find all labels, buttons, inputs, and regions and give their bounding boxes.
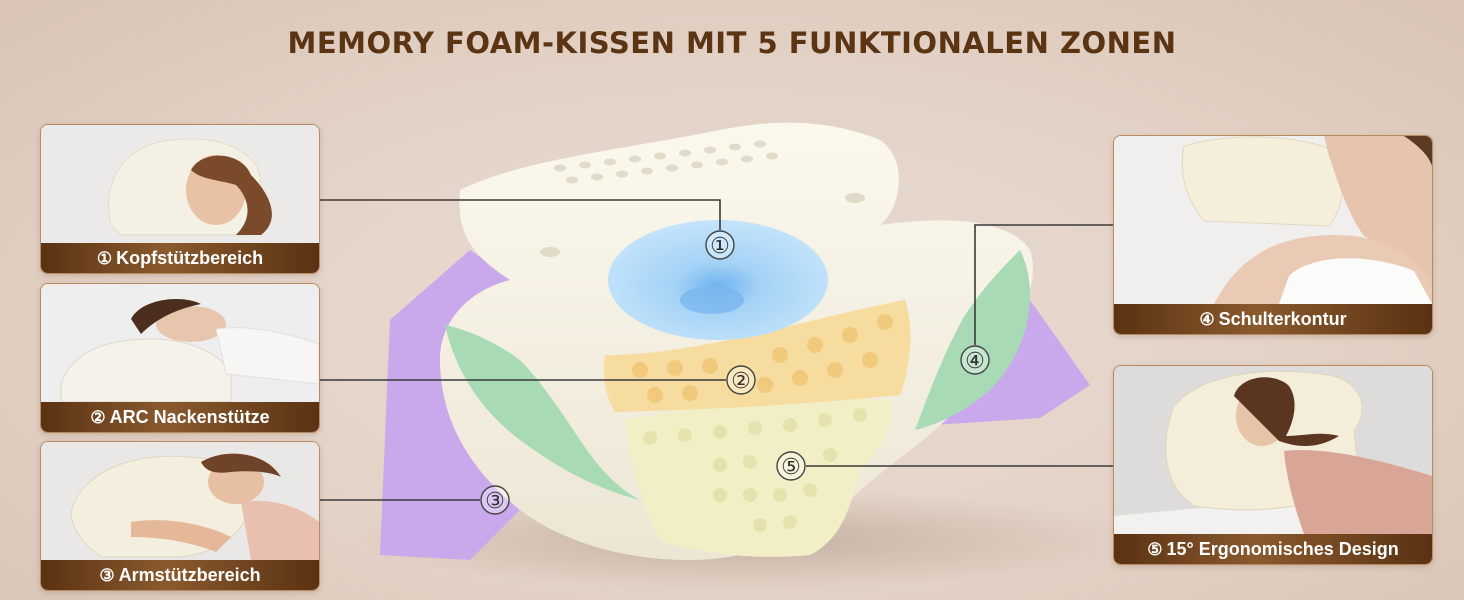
- zone-head: [608, 220, 828, 340]
- page-title: MEMORY FOAM-KISSEN MIT 5 FUNKTIONALEN ZO…: [287, 26, 1177, 60]
- zone-shoulder-right: [915, 250, 1030, 430]
- photo-shoulder-contour: [1114, 136, 1432, 304]
- photo-head-support: [41, 125, 319, 243]
- zone-neck: [603, 300, 911, 412]
- marker-2: ②: [731, 369, 751, 394]
- zone-shoulder-left: [445, 325, 640, 500]
- photo-neck-support: [41, 284, 319, 402]
- photo-arm-support: [41, 442, 319, 560]
- marker-3: ③: [485, 489, 505, 514]
- connector-line-4: [974, 224, 1113, 345]
- marker-1: ①: [710, 234, 730, 259]
- photo-ergonomic-design: [1114, 366, 1432, 534]
- zone-design: [625, 398, 893, 557]
- marker-5: ⑤: [781, 455, 801, 480]
- marker-4: ④: [965, 349, 985, 374]
- connector-line-1: [320, 199, 721, 230]
